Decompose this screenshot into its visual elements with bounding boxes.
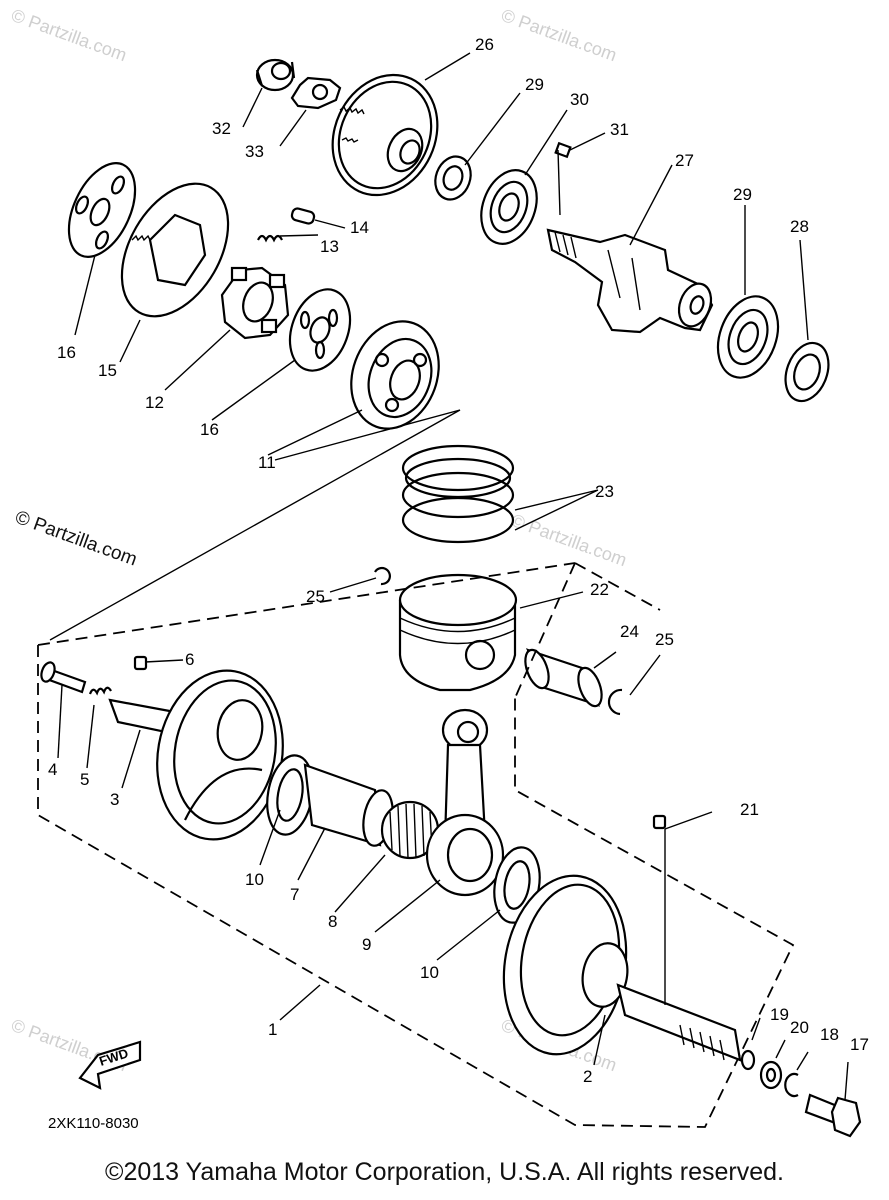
oil-seal-part-28 xyxy=(784,341,830,403)
part-label-20: 20 xyxy=(790,1018,809,1037)
lock-washer-part-18 xyxy=(784,1072,799,1098)
lock-washer-part-33 xyxy=(290,76,342,110)
part-label-23: 23 xyxy=(595,482,614,501)
fwd-arrow: FWD xyxy=(78,1040,142,1090)
part-label-22: 22 xyxy=(590,580,609,599)
spring-part-13 xyxy=(257,234,283,243)
washer-part-20 xyxy=(759,1060,783,1090)
balancer-gear-part-26 xyxy=(331,73,439,197)
balancer-shaft-part-27 xyxy=(546,228,714,334)
part-label-15: 15 xyxy=(98,361,117,380)
part-label-10: 10 xyxy=(420,963,439,982)
part-label-7: 7 xyxy=(290,885,299,904)
part-label-11: 11 xyxy=(258,453,276,472)
part-label-29: 29 xyxy=(525,75,544,94)
crank-web-part-3 xyxy=(108,669,284,841)
part-label-25: 25 xyxy=(306,587,325,606)
assembly-outline-inner xyxy=(514,562,576,699)
part-label-29: 29 xyxy=(733,185,752,204)
part-label-4: 4 xyxy=(48,760,57,779)
bolt-part-17 xyxy=(804,1093,862,1138)
part-label-17: 17 xyxy=(850,1035,869,1054)
needle-bearing-part-8 xyxy=(380,800,440,860)
plate-part-16-lower xyxy=(288,288,352,372)
circlip-part-25-upper xyxy=(374,566,391,586)
part-label-3: 3 xyxy=(110,790,119,809)
spring-part-5 xyxy=(88,686,112,696)
part-label-9: 9 xyxy=(362,935,371,954)
part-label-32: 32 xyxy=(212,119,231,138)
key-part-6 xyxy=(133,655,148,671)
pin-part-14 xyxy=(290,207,316,225)
part-label-25: 25 xyxy=(655,630,674,649)
crank-web-part-2 xyxy=(502,874,742,1062)
part-label-19: 19 xyxy=(770,1005,789,1024)
copyright-notice: ©2013 Yamaha Motor Corporation, U.S.A. A… xyxy=(105,1158,784,1186)
bearing-part-11 xyxy=(350,320,440,430)
part-label-13: 13 xyxy=(320,237,339,256)
crankshaft-assembly-outline xyxy=(37,562,795,1128)
part-label-1: 1 xyxy=(268,1020,277,1039)
part-label-8: 8 xyxy=(328,912,337,931)
part-label-18: 18 xyxy=(820,1025,839,1044)
nut-part-32 xyxy=(255,58,296,92)
part-label-12: 12 xyxy=(145,393,164,412)
watermark-mid-right: © Partzilla.com xyxy=(509,510,630,570)
part-label-33: 33 xyxy=(245,142,264,161)
part-label-27: 27 xyxy=(675,151,694,170)
part-label-28: 28 xyxy=(790,217,809,236)
part-label-26: 26 xyxy=(475,35,494,54)
part-label-16: 16 xyxy=(200,420,219,439)
part-label-30: 30 xyxy=(570,90,589,109)
piston-part-22 xyxy=(398,573,518,692)
leader-lines xyxy=(49,52,849,1101)
circlip-part-25-lower xyxy=(607,688,623,716)
bolt-part-4 xyxy=(40,661,87,694)
part-label-24: 24 xyxy=(620,622,639,641)
diagram-code: 2XK110-8030 xyxy=(48,1115,139,1132)
part-label-10: 10 xyxy=(245,870,264,889)
part-label-16: 16 xyxy=(57,343,76,362)
piston-rings-part-23 xyxy=(401,444,515,544)
watermark-top-left: © Partzilla.com xyxy=(9,5,130,65)
watermark-left: © Partzilla.com xyxy=(12,507,139,571)
hub-part-12 xyxy=(220,266,290,340)
part-label-14: 14 xyxy=(350,218,369,237)
bearing-part-29-upper xyxy=(480,169,538,245)
part-label-2: 2 xyxy=(583,1067,592,1086)
watermark-top-right: © Partzilla.com xyxy=(499,5,620,65)
key-part-21 xyxy=(652,814,667,830)
part-label-31: 31 xyxy=(610,120,629,139)
bearing-part-29-lower xyxy=(716,295,780,379)
plate-part-16-upper xyxy=(67,162,137,258)
oil-seal-part-30 xyxy=(434,155,472,201)
key-part-31 xyxy=(554,141,572,159)
part-labels: 1234567891010111213141516161718192021222… xyxy=(48,35,869,1086)
part-label-5: 5 xyxy=(80,770,89,789)
part-label-21: 21 xyxy=(740,800,759,819)
drive-gear-part-15 xyxy=(120,182,230,318)
part-label-6: 6 xyxy=(185,650,194,669)
connecting-rod-part-9 xyxy=(425,708,505,897)
washer-part-19 xyxy=(740,1049,756,1071)
